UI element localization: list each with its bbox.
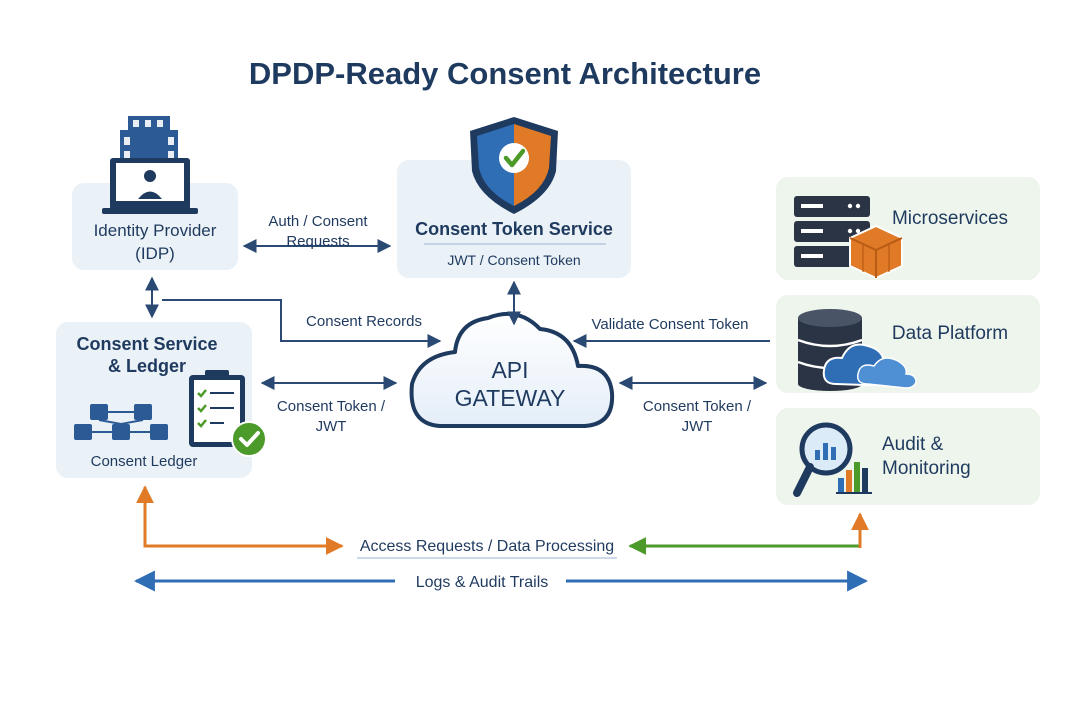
shield-check-icon xyxy=(470,117,558,214)
token-service-title: Consent Token Service xyxy=(415,219,613,239)
access-requests-label: Access Requests / Data Processing xyxy=(360,538,614,555)
token-right-label-line1: Consent Token / xyxy=(643,398,752,415)
api-gateway-node: API GATEWAY xyxy=(409,311,615,428)
consent-service-line1: Consent Service xyxy=(76,334,217,354)
idp-label-line1: Identity Provider xyxy=(94,221,217,240)
edge-token-right: Consent Token / JWT xyxy=(618,376,768,435)
edge-auth-consent: Auth / Consent Requests xyxy=(242,213,392,253)
gateway-label-line1: API xyxy=(491,357,528,383)
page-title: DPDP-Ready Consent Architecture xyxy=(249,56,761,91)
token-left-label-line1: Consent Token / xyxy=(277,398,386,415)
token-right-label-line2: JWT xyxy=(682,418,713,435)
access-requests-green-arrow xyxy=(628,516,862,555)
consent-service-line2: & Ledger xyxy=(108,356,186,376)
identity-provider-node: Identity Provider (IDP) xyxy=(72,116,238,270)
consent-service-node: Consent Service & Ledger xyxy=(56,322,267,478)
validate-token-label: Validate Consent Token xyxy=(591,316,748,333)
audit-label-line2: Monitoring xyxy=(882,458,971,479)
consent-records-label: Consent Records xyxy=(306,313,422,330)
blockchain-clipboard-icon xyxy=(74,370,267,457)
logs-label: Logs & Audit Trails xyxy=(416,574,549,591)
access-requests-orange-arrow xyxy=(136,485,340,548)
edge-validate-token: Validate Consent Token xyxy=(572,316,770,348)
building-user-icon xyxy=(102,116,198,214)
gateway-label-line2: GATEWAY xyxy=(455,385,566,411)
consent-ledger-caption: Consent Ledger xyxy=(91,453,198,470)
data-platform-node: Data Platform xyxy=(776,295,1040,393)
consent-token-service-node: Consent Token Service JWT / Consent Toke… xyxy=(397,117,631,278)
consent-records-arrow xyxy=(162,299,442,348)
edge-logs: Logs & Audit Trails xyxy=(133,570,869,592)
audit-monitoring-node: Audit & Monitoring xyxy=(776,408,1040,505)
database-cloud-icon xyxy=(797,309,917,391)
edge-token-left: Consent Token / JWT xyxy=(260,376,398,435)
token-left-label-line2: JWT xyxy=(316,418,347,435)
idp-label-line2: (IDP) xyxy=(135,244,175,263)
microservices-node: Microservices xyxy=(776,177,1040,280)
edge-consent-records: Consent Records xyxy=(162,299,442,348)
auth-consent-label-line1: Auth / Consent xyxy=(268,213,368,230)
magnifier-chart-icon xyxy=(793,422,872,497)
server-cube-icon xyxy=(794,196,903,280)
audit-label-line1: Audit & xyxy=(882,434,944,455)
auth-consent-label-line2: Requests xyxy=(286,233,349,250)
token-service-subtitle: JWT / Consent Token xyxy=(447,252,580,268)
consent-token-service-box xyxy=(397,160,631,278)
data-platform-label: Data Platform xyxy=(892,323,1008,344)
microservices-label: Microservices xyxy=(892,208,1008,229)
edge-access-requests: Access Requests / Data Processing xyxy=(136,485,869,559)
